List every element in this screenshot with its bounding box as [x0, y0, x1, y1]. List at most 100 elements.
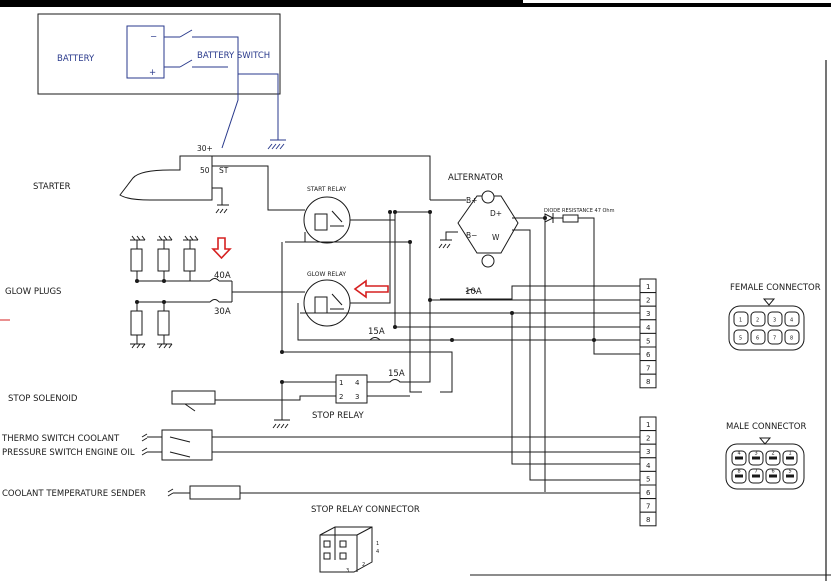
starter-label: STARTER [33, 182, 71, 192]
lower-strip-terminal-label: 7 [646, 503, 650, 511]
upper-strip-terminal-8 [639, 373, 657, 389]
battery-plus-sign: + [149, 68, 156, 78]
fuse-10a-label: 10A [465, 287, 482, 297]
lower-strip-terminal-label: 6 [646, 489, 651, 497]
stop-relay-connector-pin-1: 1 [376, 541, 379, 547]
glow-plug-upper-set [130, 235, 210, 282]
fuse-15a-upper-symbol [369, 337, 381, 341]
male-pin-number: 5 [789, 469, 792, 475]
female-connector-label: FEMALE CONNECTOR [730, 283, 821, 293]
start-relay-label: START RELAY [307, 186, 346, 193]
glow-fuses [209, 278, 232, 303]
male-pin-blade [786, 474, 794, 478]
alternator-terminal-w: W [492, 233, 500, 242]
sensor-switches-box [161, 429, 213, 461]
upper-strip-terminal-label: 2 [646, 297, 650, 305]
stop-relay-pin-3: 3 [355, 393, 359, 401]
stop-relay-connector-pin-4: 4 [376, 549, 379, 555]
female-pin-number: 6 [756, 336, 759, 342]
upper-strip-terminal-label: 5 [646, 337, 650, 345]
battery-ground-symbol [267, 139, 286, 150]
alternator-group: ALTERNATOR B+ B− D+ W DIODE RESISTANCE 4… [430, 173, 640, 481]
alternator-terminal-b-plus: B+ [466, 196, 477, 205]
lower-strip-terminal-label: 2 [646, 435, 650, 443]
male-pin-blade [769, 474, 777, 478]
lower-strip-terminal-label: 5 [646, 475, 650, 483]
battery-minus-sign: − [150, 32, 157, 42]
lower-strip-terminal-label: 1 [646, 421, 650, 429]
stop-relay-pin-1: 1 [339, 379, 343, 387]
male-pin-number: 3 [755, 451, 758, 457]
top-frame-gap [523, 0, 831, 3]
male-pin-number: 1 [789, 451, 792, 457]
starter-terminal-30: 30+ [197, 144, 213, 153]
stop-relay-connector-group: STOP RELAY CONNECTOR 1 4 3 2 [311, 505, 420, 574]
pressure-switch-label: PRESSURE SWITCH ENGINE OIL [2, 448, 135, 458]
glow-plug-lower-set [130, 301, 210, 349]
resistance-label: RESISTANCE 47 Ohm [562, 208, 615, 214]
battery-label: BATTERY [57, 54, 95, 64]
red-arrow-left-icon [353, 279, 389, 299]
glow-plugs-group: GLOW PLUGS 40A 30A [0, 235, 305, 349]
red-arrow-down-icon [211, 237, 232, 260]
fuse-15a-upper-label: 15A [368, 327, 385, 337]
connector-strip-upper: 1 2 3 4 5 6 7 8 [639, 278, 657, 389]
coolant-sender-symbol [189, 485, 241, 500]
battery-symbol [126, 25, 165, 79]
male-pin-blade [769, 456, 777, 460]
upper-strip-terminal-label: 6 [646, 351, 651, 359]
female-pin-socket [767, 329, 783, 345]
resistance-symbol [562, 214, 579, 223]
stop-relay-pin-2: 2 [339, 393, 343, 401]
alternator-terminal-d-plus: D+ [490, 209, 502, 218]
male-pin-number: 8 [738, 469, 741, 475]
diode-label: DIODE [544, 208, 560, 214]
glow-relay-label: GLOW RELAY [307, 271, 346, 278]
alternator-terminal-b-minus: B− [466, 231, 477, 240]
stop-relay-label: STOP RELAY [312, 411, 364, 421]
female-pin-number: 2 [756, 318, 759, 324]
upper-strip-terminal-label: 1 [646, 283, 650, 291]
male-pin-blade [786, 456, 794, 460]
starter-terminal-st: ST [219, 166, 229, 175]
male-pin-blade [735, 456, 743, 460]
wire-junction-dots [135, 210, 596, 384]
female-pin-socket [767, 311, 783, 327]
male-pin-blade [752, 456, 760, 460]
female-pin-number: 4 [790, 318, 793, 324]
female-pin-socket [784, 329, 800, 345]
lower-strip-terminal-8 [639, 511, 657, 527]
battery-switch-contacts [179, 29, 193, 68]
female-pin-socket [750, 311, 766, 327]
male-pin-blade [752, 474, 760, 478]
fuse-30a-label: 30A [214, 307, 231, 317]
alternator-body [457, 195, 519, 254]
lower-strip-terminal-label: 4 [646, 462, 651, 470]
female-pin-socket [784, 311, 800, 327]
upper-strip-terminal-label: 4 [646, 324, 651, 332]
female-pin-number: 1 [739, 318, 742, 324]
stop-relay-connector-label: STOP RELAY CONNECTOR [311, 505, 420, 515]
female-pin-number: 5 [739, 336, 742, 342]
starter-group: STARTER 30+ 50 ST [33, 144, 431, 214]
lower-strip-terminal-label: 3 [646, 448, 650, 456]
upper-strip-terminal-label: 7 [646, 365, 650, 373]
battery-frame [37, 13, 281, 95]
battery-switch-label: BATTERY SWITCH [197, 51, 270, 61]
start-relay-group: START RELAY [285, 186, 430, 393]
alternator-label: ALTERNATOR [448, 173, 503, 183]
upper-strip-terminal-label: 3 [646, 310, 650, 318]
fuse-15a-lower-label: 15A [388, 369, 405, 379]
stop-relay-connector-pin-3: 3 [346, 568, 349, 574]
male-pin-number: 4 [738, 451, 741, 457]
sensor-group: THERMO SWITCH COOLANT PRESSURE SWITCH EN… [1, 300, 640, 500]
fuse-10a-symbol [465, 289, 477, 293]
upper-strip-terminal-label: 8 [646, 378, 650, 386]
female-pin-number: 7 [773, 336, 776, 342]
glow-plugs-label: GLOW PLUGS [5, 287, 61, 297]
stop-relay-ground [272, 381, 336, 429]
